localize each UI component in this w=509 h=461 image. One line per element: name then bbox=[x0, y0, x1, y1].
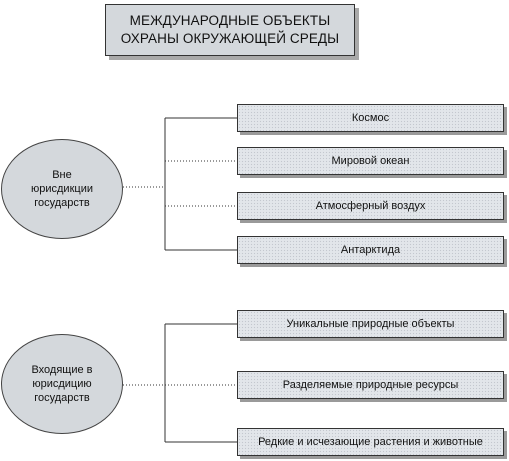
node-inside-label-1: Входящие в bbox=[31, 364, 93, 376]
item-label: Разделяемые природные ресурсы bbox=[282, 379, 459, 391]
item-box-shared-natural-resources: Разделяемые природные ресурсы bbox=[237, 371, 504, 399]
item-box-unique-natural-objects: Уникальные природные объекты bbox=[237, 310, 504, 338]
node-outside-label-2: юрисдикции bbox=[31, 183, 93, 195]
item-box-world-ocean: Мировой океан bbox=[237, 147, 504, 175]
title-line-2: ОХРАНЫ ОКРУЖАЮЩЕЙ СРЕДЫ bbox=[120, 31, 340, 46]
item-box-atmospheric-air: Атмосферный воздух bbox=[237, 192, 504, 220]
node-outside-jurisdiction: Вне юрисдикции государств bbox=[1, 139, 123, 239]
item-label: Редкие и исчезающие растения и животные bbox=[258, 436, 483, 448]
node-inside-label-2: юрисдицию bbox=[32, 378, 92, 390]
node-inside-jurisdiction: Входящие в юрисдицию государств bbox=[1, 334, 123, 434]
diagram-title: МЕЖДУНАРОДНЫЕ ОБЪЕКТЫ ОХРАНЫ ОКРУЖАЮЩЕЙ … bbox=[105, 4, 355, 56]
node-inside-label-3: государств bbox=[34, 392, 90, 404]
node-outside-label-3: государств bbox=[34, 197, 90, 209]
item-label: Уникальные природные объекты bbox=[286, 318, 455, 330]
item-label: Космос bbox=[351, 112, 390, 124]
item-label: Антарктида bbox=[340, 244, 401, 256]
item-box-antarctica: Антарктида bbox=[237, 236, 504, 264]
item-label: Атмосферный воздух bbox=[315, 200, 426, 212]
item-label: Мировой океан bbox=[331, 155, 410, 167]
node-outside-label-1: Вне bbox=[52, 169, 72, 181]
title-line-1: МЕЖДУНАРОДНЫЕ ОБЪЕКТЫ bbox=[129, 13, 331, 28]
item-box-kosmos: Космос bbox=[237, 104, 504, 132]
item-box-rare-endangered-species: Редкие и исчезающие растения и животные bbox=[237, 428, 504, 456]
